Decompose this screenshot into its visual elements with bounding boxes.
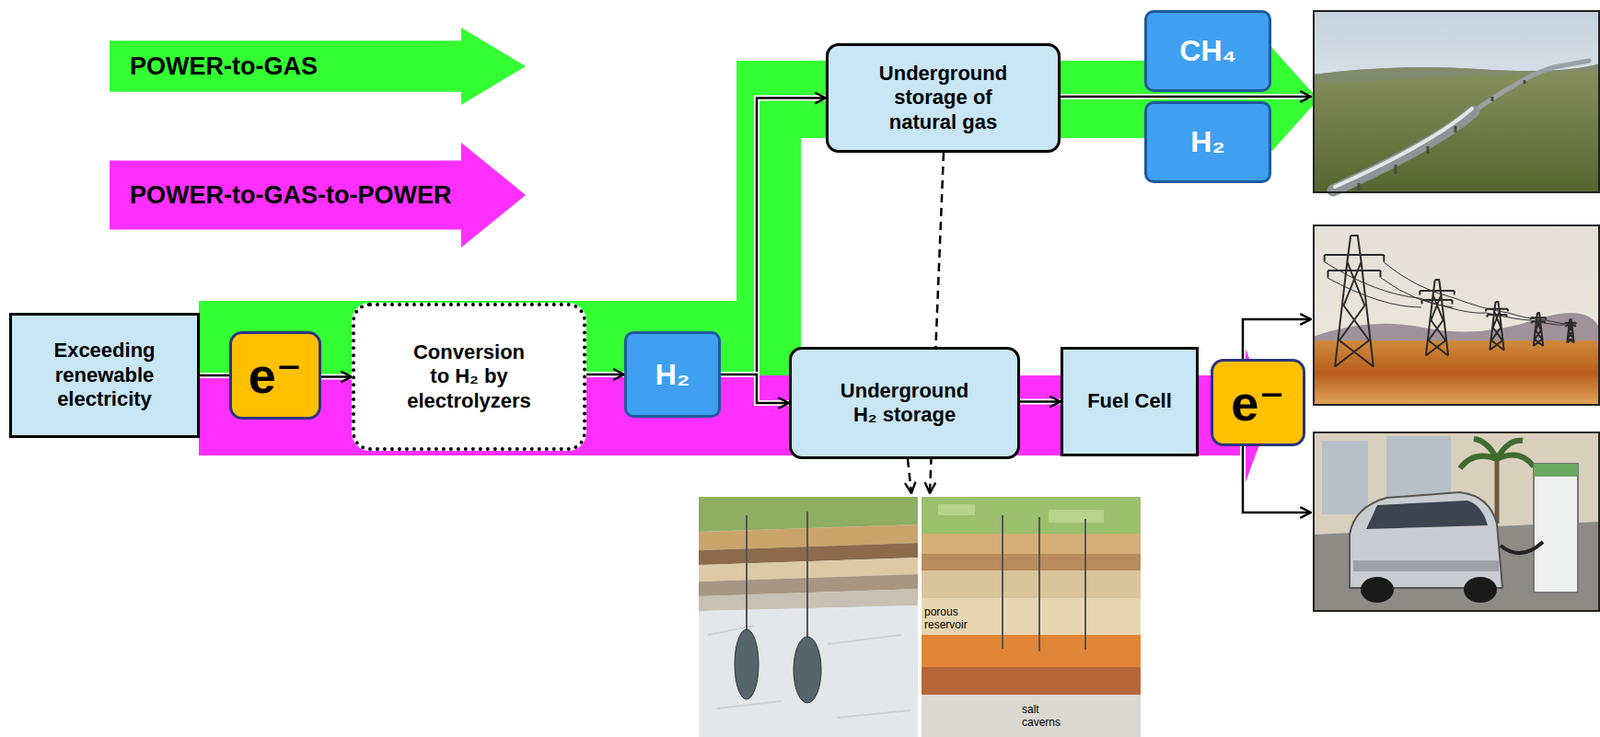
fuelcell-box: Fuel Cell	[1060, 347, 1199, 457]
rock-layer	[919, 598, 1141, 636]
pipeline-feed-line	[1060, 95, 1311, 99]
car-window	[1366, 500, 1488, 530]
flow-connector	[720, 98, 826, 376]
dispenser-top	[1533, 463, 1578, 477]
flow-connector	[586, 373, 625, 377]
photo-frame	[1313, 11, 1600, 193]
line-casing	[1060, 93, 1311, 100]
node-text: H₂	[1190, 124, 1225, 160]
node-text: e⁻	[248, 350, 303, 401]
rock-layer	[919, 533, 1141, 555]
electron-chip: e⁻	[1210, 359, 1306, 447]
node-text: Exceeding renewable electricity	[19, 338, 190, 412]
rock-layer	[919, 695, 1141, 737]
rock-layer	[919, 554, 1141, 571]
building	[1312, 431, 1600, 613]
node-text: Underground storage of natural gas	[874, 61, 1013, 135]
palm-leaves	[1460, 439, 1534, 469]
car-bumper	[1353, 560, 1499, 572]
flow-arrow-label: POWER-to-GAS	[109, 27, 526, 105]
pylon	[1324, 235, 1385, 368]
node-text: H₂	[655, 357, 690, 393]
fields	[938, 504, 1104, 523]
car-wheel	[1463, 577, 1497, 603]
flow-connector	[199, 374, 230, 378]
salt-texture	[707, 626, 911, 719]
arrow-shape	[109, 27, 526, 105]
storage-box: Underground storage of natural gas	[825, 43, 1061, 153]
pipeline-highlight	[1334, 108, 1473, 187]
car-body	[1349, 492, 1503, 589]
pylon	[1419, 279, 1454, 357]
flow-arrow-label: POWER-to-GAS-to-POWER	[109, 142, 526, 248]
rock-layer	[919, 667, 1141, 696]
surface	[919, 497, 1141, 534]
line-casing	[321, 374, 352, 381]
node-text: POWER-to-GAS-to-POWER	[129, 180, 452, 210]
gas-chip: H₂	[1144, 101, 1272, 184]
vehicle-output-line	[1242, 446, 1311, 513]
node-text: e⁻	[1230, 378, 1286, 429]
sky	[1312, 10, 1600, 194]
gas-chip: CH₄	[1144, 10, 1272, 93]
node-text: CH₄	[1179, 33, 1236, 69]
source-box: Exceeding renewable electricity	[9, 313, 200, 439]
fuel-hose	[1500, 542, 1543, 554]
grid-output-line	[1242, 319, 1311, 360]
panel-divider	[917, 497, 922, 737]
salt-cavern	[734, 629, 759, 700]
palm-trunk	[1495, 459, 1500, 524]
gas-chip: H₂	[624, 331, 721, 418]
illustration-label: salt caverns	[1021, 703, 1068, 730]
flow-connector	[321, 375, 352, 379]
line-casing	[586, 371, 625, 378]
flow-connector	[1020, 400, 1061, 404]
node-text: Conversion to H₂ by electrolyzers	[404, 340, 534, 414]
salt-cavern	[793, 637, 822, 704]
power-wires	[1324, 262, 1577, 325]
node-text: Fuel Cell	[1087, 389, 1172, 414]
pipeline-supports	[1358, 80, 1525, 191]
line-casing	[1020, 399, 1061, 406]
fuel-dispenser	[1533, 463, 1578, 593]
node-text: POWER-to-GAS	[129, 51, 318, 82]
underground-illustration	[698, 497, 1141, 737]
node-text: Underground H₂ storage	[835, 379, 974, 429]
well	[746, 511, 808, 638]
pylon	[1565, 319, 1577, 344]
arrow-shape	[109, 142, 526, 248]
line-casing	[199, 372, 230, 379]
sky	[1312, 224, 1600, 406]
porous-reservoir	[919, 635, 1141, 668]
grassland	[1312, 63, 1600, 194]
photo-frame	[1313, 432, 1600, 612]
dashed-leader	[907, 459, 912, 494]
powerline-photo	[1312, 224, 1600, 406]
car-wheel	[1360, 577, 1394, 603]
fuelcell-car-photo	[1312, 431, 1600, 613]
pipeline	[1473, 60, 1589, 112]
illustration-label: porous reservoir	[924, 605, 976, 632]
well	[1002, 515, 1086, 652]
background	[698, 497, 1141, 737]
pipeline-photo	[1312, 10, 1600, 194]
flow-connector	[720, 374, 789, 404]
pylon	[1530, 313, 1546, 347]
process-box: Conversion to H₂ by electrolyzers	[351, 302, 587, 452]
electron-chip: e⁻	[229, 331, 322, 420]
storage-box: Underground H₂ storage	[788, 347, 1021, 460]
line-casing	[720, 374, 789, 404]
rock-layer	[919, 570, 1141, 599]
salt-dome	[698, 605, 920, 737]
line-casing	[720, 98, 826, 376]
photo-frame	[1313, 225, 1600, 406]
